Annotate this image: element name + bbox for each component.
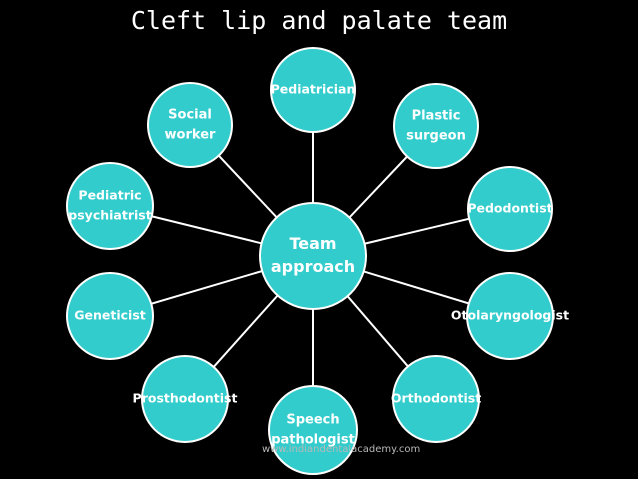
node-circle-pediatric-psychiatrist (66, 162, 154, 250)
node-label-geneticist: Geneticist (74, 308, 146, 323)
node-pediatric-psychiatrist: Pediatric psychiatrist (66, 162, 154, 250)
node-label-plastic-surgeon: surgeon (406, 129, 466, 144)
node-social-worker: Social worker (147, 82, 233, 168)
node-label-prosthodontist: Prosthodontist (133, 391, 238, 406)
node-circle-geneticist (66, 272, 154, 360)
node-label-speech-pathologist: Speech (286, 413, 339, 428)
node-label-pedodontist: Pedodontist (467, 201, 552, 216)
node-circle-center (259, 202, 367, 310)
node-circle-social-worker (147, 82, 233, 168)
node-circle-otolaryngologist (466, 272, 554, 360)
node-prosthodontist: Prosthodontist (133, 355, 238, 443)
node-circle-speech-pathologist (268, 385, 358, 475)
node-label-center: Team (289, 234, 336, 253)
node-circle-plastic-surgeon (393, 83, 479, 169)
node-otolaryngologist: Otolaryngologist (451, 272, 569, 360)
node-pediatrician: Pediatrician (270, 47, 356, 133)
node-pedodontist: Pedodontist (467, 166, 553, 252)
node-geneticist: Geneticist (66, 272, 154, 360)
node-circle-prosthodontist (141, 355, 229, 443)
node-label-otolaryngologist: Otolaryngologist (451, 308, 569, 323)
node-label-social-worker: worker (165, 128, 216, 143)
node-circle-orthodontist (392, 355, 480, 443)
node-orthodontist: Orthodontist (391, 355, 481, 443)
diagram-title: Cleft lip and palate team (130, 6, 508, 35)
node-label-speech-pathologist: pathologist (271, 433, 355, 448)
node-label-orthodontist: Orthodontist (391, 391, 481, 406)
node-label-plastic-surgeon: Plastic (412, 109, 461, 124)
node-label-social-worker: Social (168, 108, 212, 123)
node-plastic-surgeon: Plastic surgeon (393, 83, 479, 169)
node-label-pediatric-psychiatrist: Pediatric (78, 188, 141, 203)
node-label-pediatrician: Pediatrician (271, 82, 356, 97)
node-label-pediatric-psychiatrist: psychiatrist (68, 208, 151, 223)
node-circle-pedodontist (467, 166, 553, 252)
node-circle-pediatrician (270, 47, 356, 133)
node-speech-pathologist: Speech pathologist (268, 385, 358, 475)
node-center: Team approach (259, 202, 367, 310)
watermark: www.indiandentalacademy.com (262, 444, 421, 455)
node-label-center: approach (271, 257, 355, 276)
